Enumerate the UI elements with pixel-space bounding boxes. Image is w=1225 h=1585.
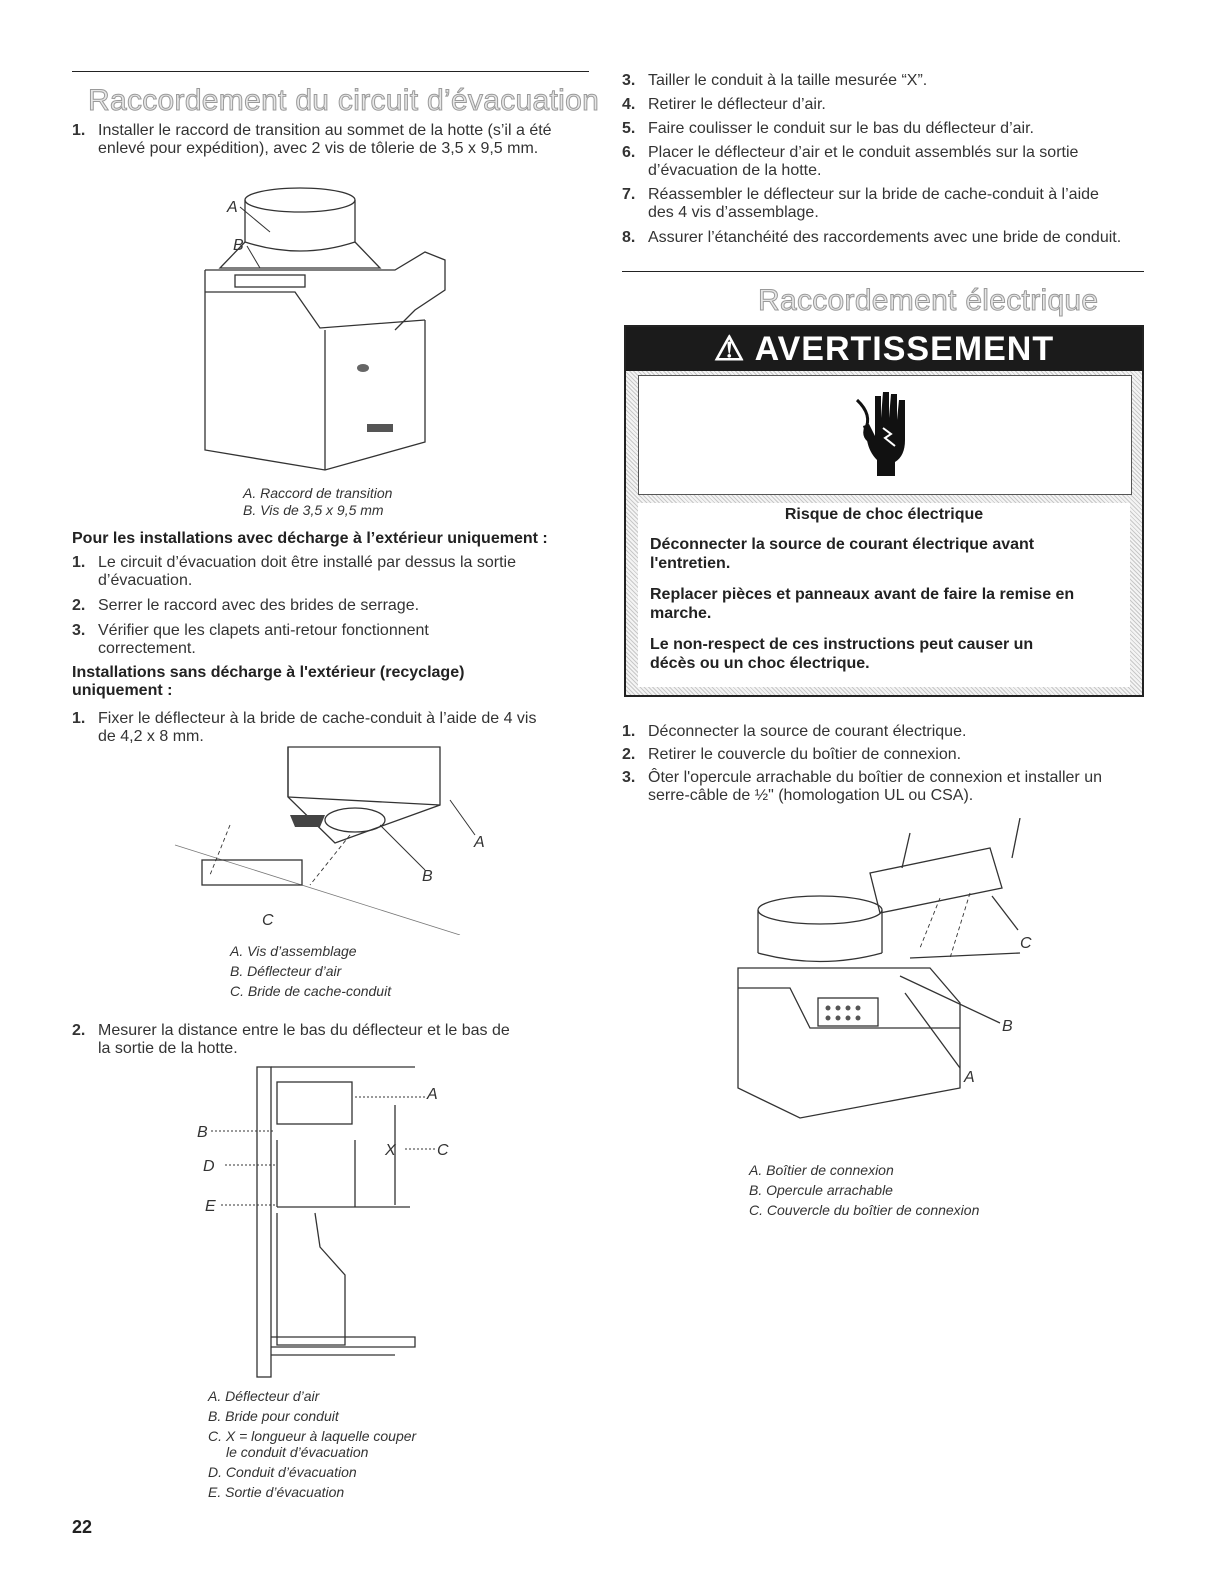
step-number: 8. [622,229,636,246]
figure-junction-box: C B A [737,818,1032,1119]
step-text: Fixer le déflecteur à la bride de cache-… [98,710,537,745]
step-text: Déconnecter la source de courant électri… [648,723,967,740]
warning-line-2: Replacer pièces et panneaux avant de fai… [650,586,1075,622]
warning-risk: Risque de choc électrique [784,506,984,523]
step-text: Le circuit d’évacuation doit être instal… [98,554,516,589]
fig4-label-a: A [963,1069,975,1086]
step-text: Installer le raccord de transition au so… [98,122,552,157]
fig1-caption-a: A. Raccord de transition [243,485,393,501]
fig2-caption-a: A. Vis d’assemblage [230,943,357,959]
fig4-label-b: B [1002,1018,1013,1035]
fig3-label-c: C [437,1142,449,1159]
fig4-caption-a: A. Boîtier de connexion [749,1162,894,1178]
warning-header-text: AVERTISSEMENT [754,330,1055,368]
step-number: 3. [622,769,636,786]
fig3-caption-c2: le conduit d’évacuation [226,1444,369,1460]
step-text: Placer le déflecteur d’air et le conduit… [648,144,1079,179]
step-number: 7. [622,186,636,203]
right-section-title: Raccordement électrique [757,284,1099,318]
step-number: 2. [72,1022,86,1039]
right-section-rule [622,271,1144,272]
step-number: 3. [622,72,636,89]
step-number: 1. [622,723,636,740]
step-number: 1. [72,710,86,727]
step-number: 1. [72,122,86,139]
warning-text-panel: Risque de choc électrique Déconnecter la… [638,503,1130,687]
step-text: Vérifier que les clapets anti-retour fon… [98,622,429,657]
step-number: 6. [622,144,636,161]
warning-box: ⚠ AVERTISSEMENT Risque de choc électriqu… [624,325,1144,697]
fig3-caption-b: B. Bride pour conduit [208,1408,339,1424]
fig3-caption-a: A. Déflecteur d’air [208,1388,320,1404]
figure-deflector-assembly: A B C [174,746,485,935]
step-text: Retirer le couvercle du boîtier de conne… [648,746,962,763]
fig2-caption-c: C. Bride de cache-conduit [230,983,392,999]
step-text: Ôter l'opercule arrachable du boîtier de… [648,769,1102,804]
step-text: Assurer l’étanchéité des raccordements a… [648,229,1122,246]
step-number: 2. [622,746,636,763]
warning-line-3: Le non-respect de ces instructions peut … [650,636,1034,672]
fig2-label-a: A [473,834,485,851]
fig2-label-b: B [422,868,433,885]
fig4-label-c: C [1020,935,1032,952]
warning-line-1: Déconnecter la source de courant électri… [650,536,1035,572]
fig2-caption-b: B. Déflecteur d’air [230,963,342,979]
fig3-caption-d: D. Conduit d’évacuation [208,1464,357,1480]
figure-duct-measurement: A B X C D E [197,1066,449,1378]
electric-shock-hand-icon [855,392,905,476]
fig3-label-a: A [426,1086,438,1103]
fig1-label-b: B [233,237,244,254]
step-number: 4. [622,96,636,113]
exterior-heading: Pour les installations avec décharge à l… [72,530,548,547]
step-number: 2. [72,597,86,614]
fig4-caption-b: B. Opercule arrachable [749,1182,893,1198]
step-text: Réassembler le déflecteur sur la bride d… [648,186,1099,221]
step-text: Faire coulisser le conduit sur le bas du… [648,120,1034,137]
fig3-caption-c: C. X = longueur à laquelle couper [208,1428,417,1444]
fig3-label-e: E [205,1198,216,1215]
fig1-caption-b: B. Vis de 3,5 x 9,5 mm [243,502,384,518]
fig3-caption-e: E. Sortie d’évacuation [208,1484,345,1500]
left-top-rule [72,71,589,72]
step-text: Retirer le déflecteur d’air. [648,96,826,113]
fig1-label-a: A [226,199,238,216]
fig3-label-x: X [384,1142,397,1159]
step-text: Mesurer la distance entre le bas du défl… [98,1022,510,1057]
step-number: 1. [72,554,86,571]
recycle-heading: Installations sans décharge à l'extérieu… [72,664,465,699]
figure-transition-hood: A B [204,187,446,471]
warning-triangle-icon: ⚠ [713,330,746,368]
step-text: Serrer le raccord avec des brides de ser… [98,597,420,614]
fig3-label-d: D [203,1158,215,1175]
warning-header: ⚠ AVERTISSEMENT [626,327,1142,371]
fig4-caption-c: C. Couvercle du boîtier de connexion [749,1202,980,1218]
step-number: 3. [72,622,86,639]
warning-icon-panel [638,375,1132,495]
fig3-label-b: B [197,1124,208,1141]
fig2-label-c: C [262,912,274,929]
page-number: 22 [72,1517,93,1537]
left-section-title: Raccordement du circuit d’évacuation [87,84,600,118]
step-number: 5. [622,120,636,137]
step-text: Tailler le conduit à la taille mesurée “… [648,72,928,89]
